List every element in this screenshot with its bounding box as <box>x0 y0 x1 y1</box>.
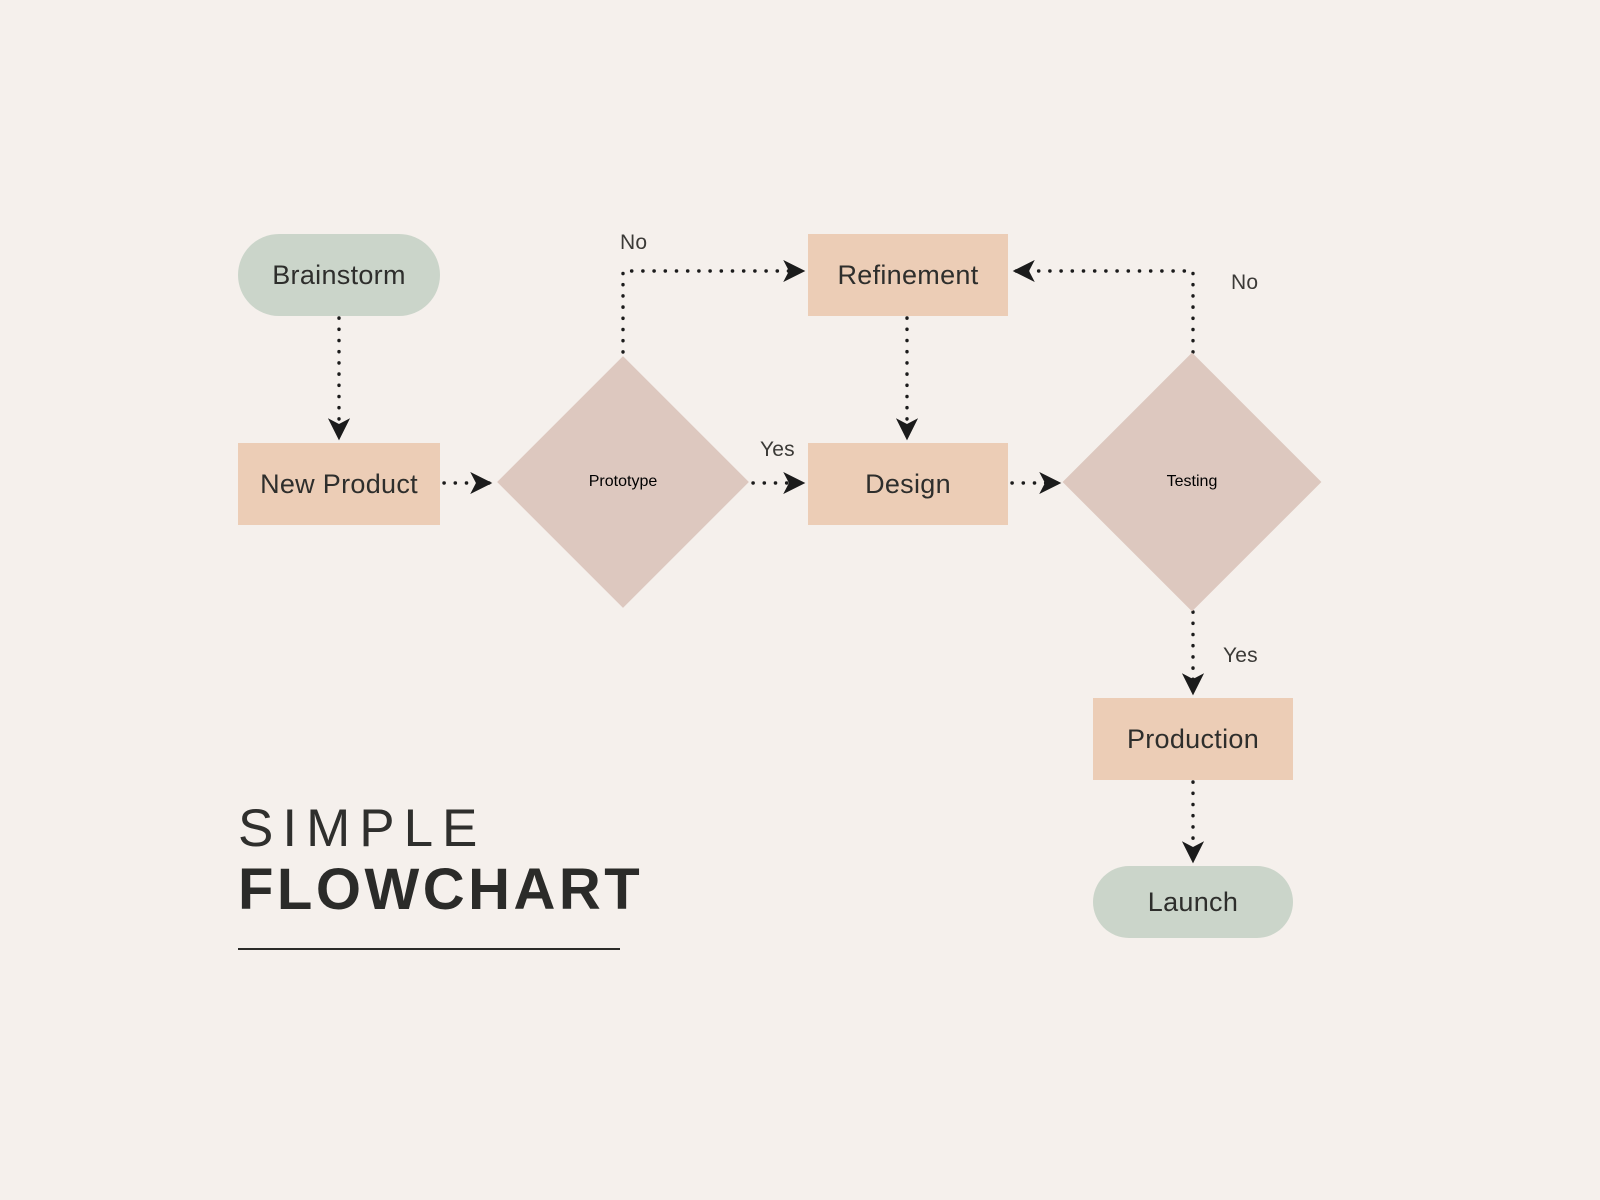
node-label-design: Design <box>865 468 951 499</box>
edge-label-no-prototype: No <box>620 231 648 254</box>
node-new-product[interactable]: New Product <box>238 443 440 525</box>
node-label-new-product: New Product <box>260 468 418 499</box>
edge-label-yes-testing: Yes <box>1223 644 1258 667</box>
node-label-testing: Testing <box>1166 473 1218 490</box>
node-brainstorm[interactable]: Brainstorm <box>238 234 440 316</box>
title-block: SIMPLE FLOWCHART <box>238 800 658 950</box>
node-label-production: Production <box>1126 723 1260 754</box>
title-line-simple: SIMPLE <box>238 799 487 858</box>
node-design[interactable]: Design <box>808 443 1008 525</box>
node-testing[interactable]: Testing <box>1062 352 1322 612</box>
node-production[interactable]: Production <box>1093 698 1293 780</box>
node-label-launch: Launch <box>1147 886 1239 917</box>
title-underline-rule <box>238 947 620 950</box>
edge-label-no-testing: No <box>1231 271 1259 294</box>
edge-label-yes-prototype: Yes <box>760 438 795 461</box>
node-refinement[interactable]: Refinement <box>808 234 1008 316</box>
node-prototype[interactable]: Prototype <box>497 356 749 608</box>
node-label-prototype: Prototype <box>588 473 658 490</box>
title-line-flowchart: FLOWCHART <box>238 857 644 923</box>
edge-prototype-to-refinement <box>621 259 806 354</box>
edge-testing-to-refinement <box>1012 259 1195 354</box>
node-label-refinement: Refinement <box>837 259 979 290</box>
node-launch[interactable]: Launch <box>1093 866 1293 938</box>
node-label-brainstorm: Brainstorm <box>272 259 406 290</box>
